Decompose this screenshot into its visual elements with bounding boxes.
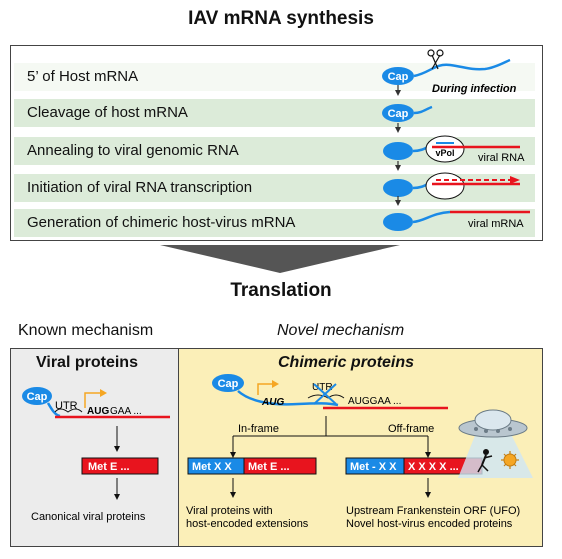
step-row-1 [14, 63, 535, 91]
inframe-protein-b: Met E ... [248, 461, 290, 473]
viral-mrna-label: viral mRNA [468, 218, 524, 230]
inframe-protein-a: Met X X [192, 461, 232, 473]
right-cap [212, 374, 244, 392]
offframe-caption-1: Upstream Frankenstein ORF (UFO) [346, 505, 520, 517]
left-caption: Canonical viral proteins [31, 511, 146, 523]
right-utr-label: UTR [312, 382, 333, 393]
step-label-1: 5’ of Host mRNA [27, 68, 139, 85]
offframe-protein-a: Met - X X [350, 461, 397, 473]
viral-proteins-heading: Viral proteins [36, 354, 138, 371]
left-cap-label: Cap [27, 391, 48, 403]
known-mechanism-label: Known mechanism [18, 322, 154, 339]
during-infection-label: During infection [432, 83, 517, 95]
offframe-label: Off-frame [388, 423, 434, 435]
host-mrna-1 [413, 58, 511, 78]
right-cap-label: Cap [218, 378, 239, 390]
left-seq-label: GAA ... [110, 406, 142, 417]
right-aug-label: AUG [261, 397, 284, 408]
inframe-caption-1: Viral proteins with [186, 505, 273, 517]
person-icon [477, 449, 493, 473]
step-label-2: Cleavage of host mRNA [27, 104, 188, 121]
step-label-3: Annealing to viral genomic RNA [27, 142, 239, 159]
offframe-protein-b: X X X X ... [408, 461, 459, 473]
row2-cap: Cap [382, 104, 414, 122]
row3-cap [383, 142, 413, 160]
step-row-2 [14, 99, 535, 127]
translation-label: Translation [230, 280, 332, 301]
cap-label-2: Cap [388, 108, 409, 120]
row1-cap: Cap [382, 67, 414, 85]
step-row-5 [14, 209, 535, 237]
inframe-caption-2: host-encoded extensions [186, 518, 309, 530]
left-protein-bar [81, 457, 159, 475]
inframe-label: In-frame [238, 423, 279, 435]
offframe-caption-2: Novel host-virus encoded proteins [346, 518, 513, 530]
chimeric-proteins-diagram: Cap AUG UTR AUGGAA ... In-frame Off-fram… [186, 374, 533, 530]
ufo-icon [458, 409, 533, 478]
chimeric-proteins-heading: Chimeric proteins [278, 354, 415, 371]
vpol-label: vPol [435, 148, 454, 158]
synthesis-diagram: Cap During infection Cap vPol viral RNA … [382, 49, 530, 231]
translation-arrow [160, 245, 400, 273]
row5-cap [383, 213, 413, 231]
left-cap [22, 387, 52, 405]
viral-rna-label: viral RNA [478, 152, 525, 164]
virus-icon [501, 451, 519, 469]
left-protein-text: Met E ... [88, 461, 130, 473]
left-aug-label: AUG [87, 406, 109, 417]
novel-mechanism-label: Novel mechanism [277, 322, 405, 339]
left-utr-label: UTR [55, 400, 78, 412]
viral-proteins-panel [10, 348, 180, 547]
viral-proteins-diagram: Cap UTR AUG GAA ... Met E ... Canonical … [22, 387, 170, 523]
scissors-icon [427, 49, 444, 70]
right-seq-label: AUGGAA ... [348, 396, 401, 407]
inframe-viral-bar [243, 457, 317, 475]
page-title: IAV mRNA synthesis [188, 8, 374, 29]
vpol-oval-2 [425, 172, 465, 200]
step-label-5: Generation of chimeric host-virus mRNA [27, 214, 296, 231]
step-label-4: Initiation of viral RNA transcription [27, 179, 253, 196]
cap-label-1: Cap [388, 71, 409, 83]
vpol-oval-1 [425, 135, 465, 163]
row4-cap [383, 179, 413, 197]
